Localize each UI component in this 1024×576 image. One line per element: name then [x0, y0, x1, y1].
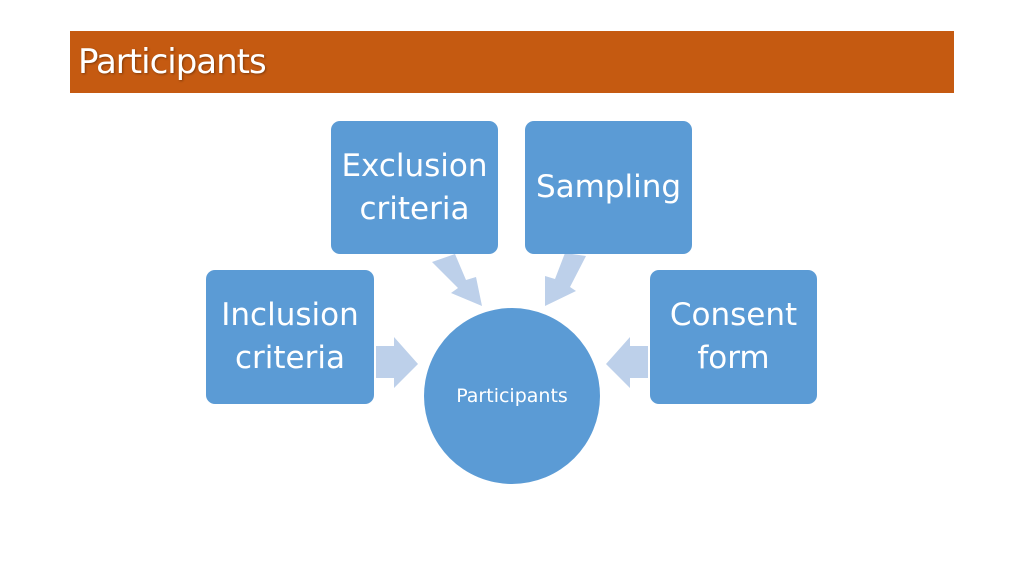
- node-inclusion-criteria: Inclusion criteria: [206, 270, 374, 404]
- arrow-exclusion-to-participants: [432, 254, 482, 306]
- node-consent-form: Consent form: [650, 270, 817, 404]
- node-exclusion-criteria: Exclusion criteria: [331, 121, 498, 254]
- node-sampling: Sampling: [525, 121, 692, 254]
- hub-participants: Participants: [424, 308, 600, 484]
- slide-title: Participants: [78, 42, 267, 82]
- node-consent-form-label: Consent form: [669, 297, 798, 376]
- slide-title-bar: Participants: [70, 31, 954, 93]
- hub-participants-label: Participants: [456, 385, 568, 407]
- arrow-consent-to-participants: [606, 337, 648, 388]
- node-exclusion-criteria-label: Exclusion criteria: [341, 147, 488, 227]
- arrow-sampling-to-participants: [545, 253, 586, 306]
- arrow-inclusion-to-participants: [376, 337, 418, 388]
- node-inclusion-criteria-label: Inclusion criteria: [221, 297, 359, 376]
- node-sampling-label: Sampling: [535, 169, 682, 205]
